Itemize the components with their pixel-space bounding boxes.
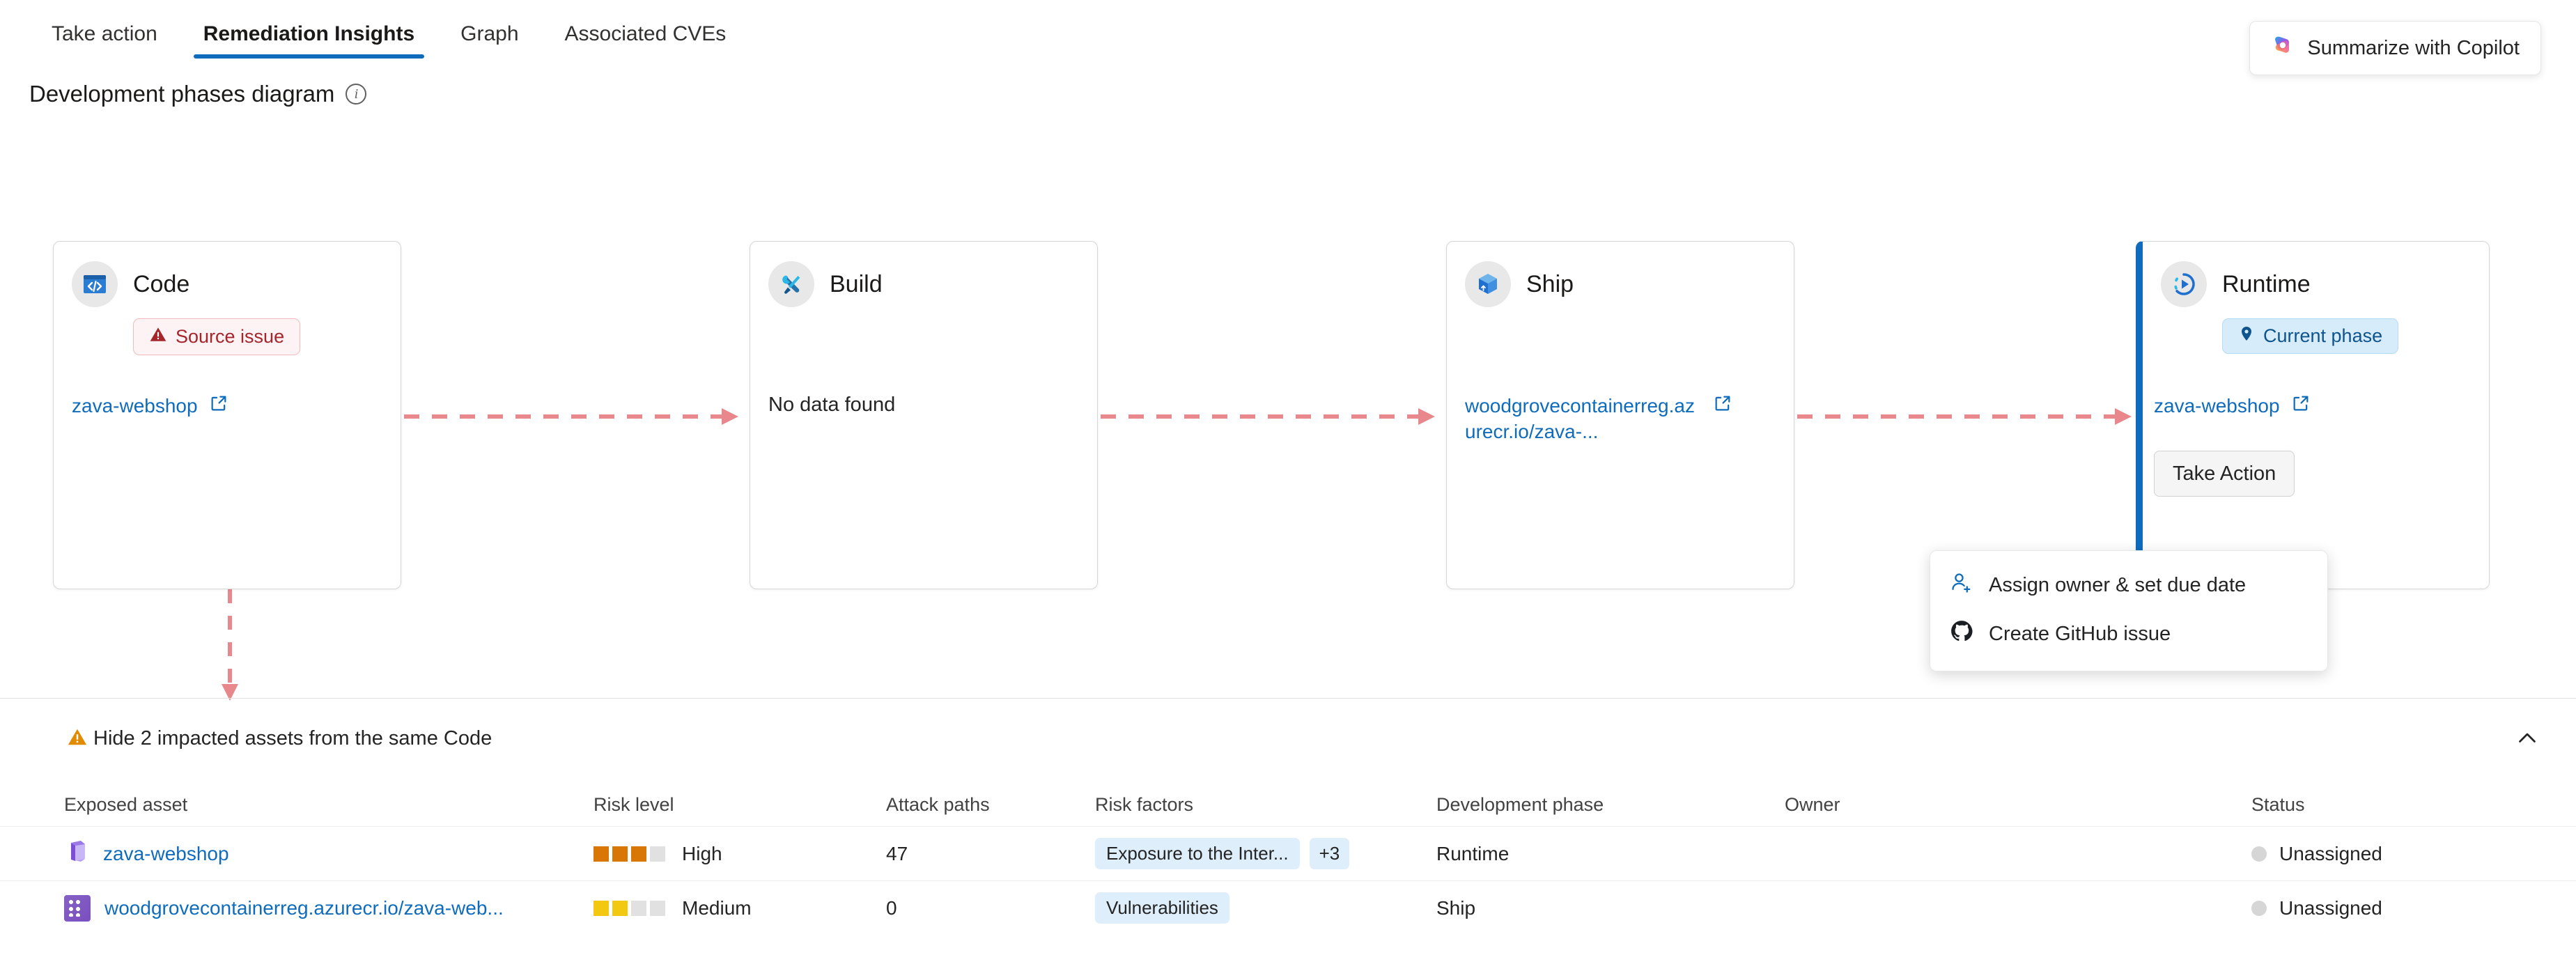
take-action-menu: Assign owner & set due date Create GitHu…: [1930, 550, 2328, 671]
open-in-new-icon[interactable]: [2291, 394, 2311, 418]
cell-risk-factors: Vulnerabilities: [1095, 892, 1436, 924]
column-header-development-phase[interactable]: Development phase: [1436, 793, 1604, 815]
menu-item-create-github-issue[interactable]: Create GitHub issue: [1930, 609, 2327, 658]
tab-take-action[interactable]: Take action: [52, 22, 157, 45]
phase-header-runtime: Runtime: [2161, 261, 2471, 307]
cell-status: Unassigned: [2251, 897, 2530, 919]
table-row[interactable]: zava-webshop High 47 Exposure to the Int…: [0, 826, 2576, 880]
status-dot-icon: [2251, 900, 2267, 916]
status-label: Unassigned: [2279, 842, 2382, 864]
cell-attack-paths: 47: [886, 842, 908, 864]
cell-development-phase: Ship: [1436, 896, 1476, 919]
copilot-button-label: Summarize with Copilot: [2307, 36, 2520, 59]
connector-ship-to-runtime: [1797, 408, 2132, 425]
column-header-attack-paths[interactable]: Attack paths: [886, 793, 990, 815]
status-dot-icon: [2251, 846, 2267, 862]
menu-item-assign-owner[interactable]: Assign owner & set due date: [1930, 561, 2327, 609]
phase-asset-name-ship: woodgrovecontainerreg.azurecr.io/zava-..…: [1465, 395, 1695, 442]
take-action-button[interactable]: Take Action: [2154, 451, 2295, 497]
risk-factor-chip[interactable]: Exposure to the Inter...: [1095, 838, 1300, 869]
person-add-icon: [1950, 570, 1973, 600]
phase-header-build: Build: [768, 261, 1079, 307]
status-badge-current-phase: Current phase: [2222, 318, 2399, 354]
open-in-new-icon[interactable]: [1713, 394, 1732, 418]
development-phases-diagram: Code Source issue zava-webshop: [53, 241, 2490, 701]
connector-build-to-ship: [1101, 408, 1435, 425]
tab-graph[interactable]: Graph: [460, 22, 519, 45]
cell-risk-factors: Exposure to the Inter... +3: [1095, 838, 1436, 869]
hide-impacted-assets-row[interactable]: Hide 2 impacted assets from the same Cod…: [0, 716, 2576, 761]
open-in-new-icon[interactable]: [209, 394, 228, 418]
risk-factor-chip[interactable]: Vulnerabilities: [1095, 892, 1229, 924]
cell-development-phase: Runtime: [1436, 842, 1510, 864]
asset-link[interactable]: zava-webshop: [103, 842, 229, 864]
cube-3d-icon: [64, 839, 89, 869]
table-header-row: Exposed asset Risk level Attack paths Ri…: [0, 783, 2576, 826]
location-pin-icon: [2238, 325, 2255, 347]
github-icon: [1950, 619, 1973, 648]
phase-name-runtime: Runtime: [2222, 270, 2311, 297]
table-row[interactable]: woodgrovecontainerreg.azurecr.io/zava-we…: [0, 880, 2576, 935]
phase-header-ship: Ship: [1465, 261, 1776, 307]
cell-exposed-asset[interactable]: zava-webshop: [64, 839, 593, 869]
phase-card-build[interactable]: Build No data found: [750, 241, 1098, 589]
risk-level-label: Medium: [682, 896, 752, 919]
summarize-with-copilot-button[interactable]: Summarize with Copilot: [2249, 21, 2541, 75]
page-title: Development phases diagram i: [29, 81, 367, 107]
menu-item-create-github-issue-label: Create GitHub issue: [1989, 622, 2171, 645]
cell-exposed-asset[interactable]: woodgrovecontainerreg.azurecr.io/zava-we…: [64, 894, 593, 922]
phase-asset-link-code[interactable]: zava-webshop: [72, 394, 382, 419]
column-header-risk-factors[interactable]: Risk factors: [1095, 793, 1194, 815]
column-header-status[interactable]: Status: [2251, 793, 2305, 815]
phase-asset-link-ship[interactable]: woodgrovecontainerreg.azurecr.io/zava-..…: [1465, 394, 1776, 445]
phase-asset-name-runtime: zava-webshop: [2154, 395, 2280, 417]
risk-level-bars: [593, 900, 665, 916]
phase-empty-state-build: No data found: [768, 394, 896, 416]
phase-name-code: Code: [133, 270, 190, 297]
phase-name-build: Build: [830, 270, 883, 297]
column-header-exposed-asset[interactable]: Exposed asset: [64, 793, 188, 815]
connector-code-to-assets: [222, 589, 238, 701]
connector-code-to-build: [404, 408, 738, 425]
section-title-text: Development phases diagram: [29, 81, 335, 107]
section-divider: [0, 698, 2576, 699]
source-issue-label: Source issue: [176, 326, 285, 347]
status-label: Unassigned: [2279, 896, 2382, 919]
phase-asset-name-code: zava-webshop: [72, 395, 198, 417]
tab-bar: Take action Remediation Insights Graph A…: [0, 0, 2576, 59]
status-badge-source-issue: Source issue: [133, 318, 301, 355]
phase-name-ship: Ship: [1526, 270, 1574, 297]
code-window-icon: [72, 261, 118, 307]
hide-impacted-assets-label[interactable]: Hide 2 impacted assets from the same Cod…: [93, 727, 492, 749]
cell-risk-level: High: [593, 843, 886, 865]
phase-card-runtime[interactable]: Runtime Current phase zava-webshop Take …: [2136, 241, 2490, 589]
exposed-assets-table: Exposed asset Risk level Attack paths Ri…: [0, 783, 2576, 935]
phase-header-code: Code: [72, 261, 382, 307]
risk-level-bars: [593, 846, 665, 862]
phase-card-code[interactable]: Code Source issue zava-webshop: [53, 241, 401, 589]
risk-level-label: High: [682, 842, 722, 864]
menu-item-assign-owner-label: Assign owner & set due date: [1989, 573, 2247, 596]
warning-triangle-icon: [67, 727, 88, 751]
package-box-icon: [1465, 261, 1511, 307]
tab-remediation-insights[interactable]: Remediation Insights: [188, 22, 430, 59]
cell-attack-paths: 0: [886, 896, 897, 919]
wrench-screwdriver-icon: [768, 261, 814, 307]
risk-factor-more-chip[interactable]: +3: [1309, 838, 1350, 869]
phase-card-ship[interactable]: Ship woodgrovecontainerreg.azurecr.io/za…: [1446, 241, 1794, 589]
runtime-play-icon: [2161, 261, 2207, 307]
column-header-risk-level[interactable]: Risk level: [593, 793, 674, 815]
current-phase-label: Current phase: [2263, 325, 2383, 346]
cell-status: Unassigned: [2251, 843, 2530, 865]
warning-triangle-icon: [149, 325, 167, 348]
asset-link[interactable]: woodgrovecontainerreg.azurecr.io/zava-we…: [104, 896, 504, 919]
info-icon[interactable]: i: [346, 84, 367, 104]
copilot-icon: [2271, 33, 2295, 63]
phase-asset-link-runtime[interactable]: zava-webshop: [2154, 394, 2471, 419]
tab-associated-cves[interactable]: Associated CVEs: [564, 22, 727, 45]
chevron-up-icon[interactable]: [2515, 726, 2540, 751]
registry-icon: [64, 894, 91, 922]
cell-risk-level: Medium: [593, 897, 886, 919]
column-header-owner[interactable]: Owner: [1785, 793, 1840, 815]
